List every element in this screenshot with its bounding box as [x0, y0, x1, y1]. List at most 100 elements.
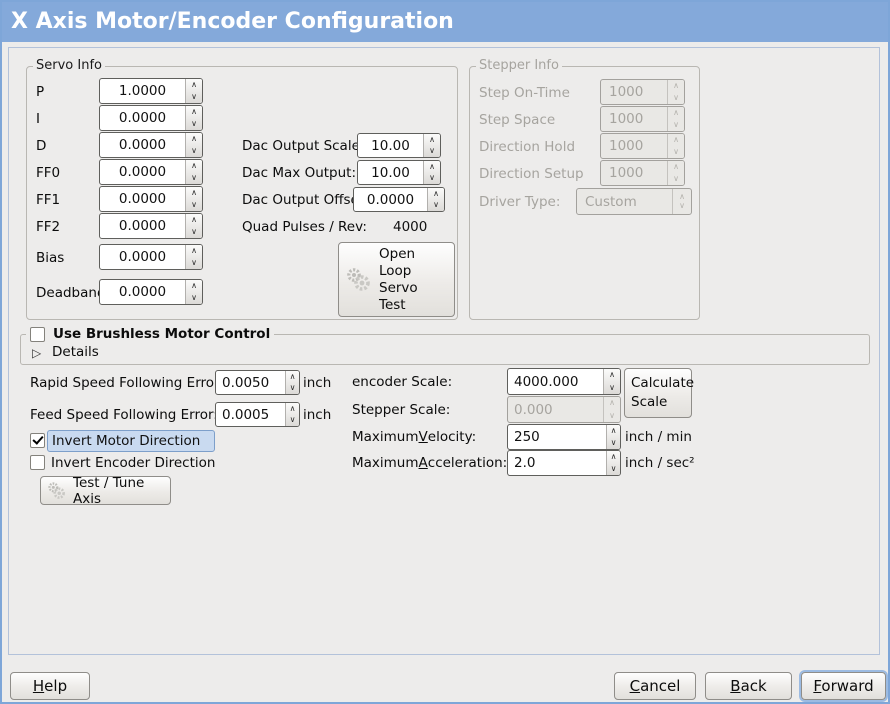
cancel-button[interactable]: Cancel — [614, 672, 696, 700]
spin-buttons[interactable]: ∧∨ — [185, 245, 202, 269]
spin-buttons[interactable]: ∧∨ — [185, 160, 202, 184]
maximum-acceleration-value[interactable]: 2.0 — [514, 455, 536, 471]
spin-up-icon[interactable]: ∧ — [610, 426, 617, 435]
spin-up-icon[interactable]: ∧ — [191, 134, 197, 143]
spin-up-icon[interactable]: ∧ — [429, 134, 435, 144]
dac-output-scale-value[interactable]: 10.00 — [371, 137, 410, 154]
spin-up-icon[interactable]: ∧ — [191, 281, 197, 290]
back-button[interactable]: Back — [705, 672, 792, 700]
maximum-acceleration-spinbox[interactable]: 2.0 ∧∨ — [507, 450, 621, 476]
spin-buttons[interactable]: ∧∨ — [606, 451, 620, 475]
use-brushless-checkbox[interactable] — [30, 326, 45, 342]
details-expander-icon[interactable]: ▷ — [32, 346, 42, 360]
spin-up-icon: ∧ — [673, 162, 679, 171]
spin-up-icon[interactable]: ∧ — [191, 246, 197, 255]
spin-buttons[interactable]: ∧∨ — [185, 280, 202, 304]
deadband-value[interactable]: 0.0000 — [118, 284, 167, 300]
ff0-spinbox[interactable]: 0.0000 ∧∨ — [99, 159, 203, 185]
dac-output-offset-value[interactable]: 0.0000 — [366, 191, 415, 208]
spin-buttons[interactable]: ∧∨ — [603, 369, 620, 394]
d-spinbox[interactable]: 0.0000 ∧∨ — [99, 132, 203, 158]
maximum-velocity-value[interactable]: 250 — [514, 429, 540, 445]
bias-spinbox[interactable]: 0.0000 ∧∨ — [99, 244, 203, 270]
spin-up-icon[interactable]: ∧ — [191, 161, 197, 170]
rapid-following-error-spinbox[interactable]: 0.0050 ∧∨ — [215, 370, 300, 395]
spin-down-icon[interactable]: ∨ — [610, 438, 617, 447]
spin-up-icon[interactable]: ∧ — [289, 371, 296, 381]
d-value[interactable]: 0.0000 — [118, 137, 167, 153]
spin-down-icon[interactable]: ∨ — [429, 173, 435, 183]
spin-down-icon[interactable]: ∨ — [429, 146, 435, 156]
dac-output-offset-spinbox[interactable]: 0.0000 ∧∨ — [353, 187, 445, 212]
invert-encoder-label[interactable]: Invert Encoder Direction — [51, 454, 216, 471]
open-loop-servo-test-label: Open Loop Servo Test — [379, 245, 418, 313]
dac-max-output-value[interactable]: 10.00 — [371, 164, 410, 181]
spin-up-icon[interactable]: ∧ — [191, 107, 197, 116]
spin-down-icon[interactable]: ∨ — [433, 200, 439, 210]
spin-down-icon[interactable]: ∨ — [289, 383, 296, 393]
spin-buttons[interactable]: ∧∨ — [185, 79, 202, 103]
help-button[interactable]: Help — [10, 672, 90, 700]
spin-down-icon[interactable]: ∨ — [289, 415, 296, 425]
spin-up-icon[interactable]: ∧ — [289, 403, 296, 413]
i-spinbox[interactable]: 0.0000 ∧∨ — [99, 105, 203, 131]
spin-buttons[interactable]: ∧∨ — [185, 106, 202, 130]
rapid-following-error-value[interactable]: 0.0050 — [222, 374, 270, 391]
invert-motor-checkbox[interactable] — [30, 433, 45, 448]
dac-max-output-spinbox[interactable]: 10.00 ∧∨ — [357, 160, 441, 185]
feed-following-error-spinbox[interactable]: 0.0005 ∧∨ — [215, 402, 300, 427]
test-tune-axis-button[interactable]: Test / Tune Axis — [40, 475, 171, 507]
spin-up-icon[interactable]: ∧ — [429, 161, 435, 171]
spin-buttons[interactable]: ∧∨ — [185, 133, 202, 157]
spin-up-icon[interactable]: ∧ — [191, 188, 197, 197]
spin-down-icon[interactable]: ∨ — [609, 382, 615, 392]
calculate-scale-button[interactable]: Calculate Scale — [624, 368, 694, 418]
p-spinbox[interactable]: 1.0000 ∧∨ — [99, 78, 203, 104]
spin-up-icon[interactable]: ∧ — [609, 370, 615, 380]
spin-up-icon[interactable]: ∧ — [610, 452, 617, 461]
spin-buttons[interactable]: ∧∨ — [423, 134, 440, 157]
spin-up-icon[interactable]: ∧ — [191, 215, 197, 224]
ff1-value[interactable]: 0.0000 — [118, 191, 167, 207]
spin-down-icon[interactable]: ∨ — [191, 200, 197, 209]
details-expander-label[interactable]: Details — [52, 344, 99, 360]
i-value[interactable]: 0.0000 — [118, 110, 167, 126]
use-brushless-label[interactable]: Use Brushless Motor Control — [53, 326, 271, 342]
ff1-spinbox[interactable]: 0.0000 ∧∨ — [99, 186, 203, 212]
spin-down-icon[interactable]: ∨ — [610, 464, 617, 473]
spin-buttons[interactable]: ∧∨ — [423, 161, 440, 184]
spin-buttons[interactable]: ∧∨ — [606, 425, 620, 449]
ff0-value[interactable]: 0.0000 — [118, 164, 167, 180]
spin-buttons[interactable]: ∧∨ — [285, 403, 299, 426]
direction-setup-label: Direction Setup — [479, 165, 584, 182]
ff2-spinbox[interactable]: 0.0000 ∧∨ — [99, 213, 203, 239]
maximum-velocity-spinbox[interactable]: 250 ∧∨ — [507, 424, 621, 450]
spin-down-icon[interactable]: ∨ — [191, 119, 197, 128]
spin-down-icon[interactable]: ∨ — [191, 227, 197, 236]
spin-buttons[interactable]: ∧∨ — [185, 187, 202, 211]
spin-down-icon[interactable]: ∨ — [191, 173, 197, 182]
open-loop-servo-test-button[interactable]: Open Loop Servo Test — [338, 242, 455, 317]
spin-down-icon[interactable]: ∨ — [191, 258, 197, 267]
spin-buttons[interactable]: ∧∨ — [285, 371, 299, 394]
feed-following-error-value[interactable]: 0.0005 — [222, 406, 270, 423]
forward-button[interactable]: Forward — [801, 672, 886, 700]
spin-buttons[interactable]: ∧∨ — [427, 188, 444, 211]
p-label: P — [36, 83, 45, 100]
invert-encoder-checkbox[interactable] — [30, 455, 45, 470]
spin-down-icon[interactable]: ∨ — [191, 92, 197, 101]
dac-output-scale-spinbox[interactable]: 10.00 ∧∨ — [357, 133, 441, 158]
spin-up-icon[interactable]: ∧ — [433, 188, 439, 198]
spin-down-icon[interactable]: ∨ — [191, 293, 197, 302]
ff2-value[interactable]: 0.0000 — [118, 218, 167, 234]
spin-up-icon[interactable]: ∧ — [191, 80, 197, 89]
bias-value[interactable]: 0.0000 — [118, 249, 167, 265]
p-value[interactable]: 1.0000 — [118, 83, 167, 99]
encoder-scale-value[interactable]: 4000.000 — [514, 373, 579, 390]
spin-buttons[interactable]: ∧∨ — [185, 214, 202, 238]
encoder-scale-spinbox[interactable]: 4000.000 ∧∨ — [507, 368, 621, 395]
deadband-spinbox[interactable]: 0.0000 ∧∨ — [99, 279, 203, 305]
invert-motor-label[interactable]: Invert Motor Direction — [47, 430, 215, 452]
stepper-scale-value: 0.000 — [514, 401, 553, 418]
spin-down-icon[interactable]: ∨ — [191, 146, 197, 155]
